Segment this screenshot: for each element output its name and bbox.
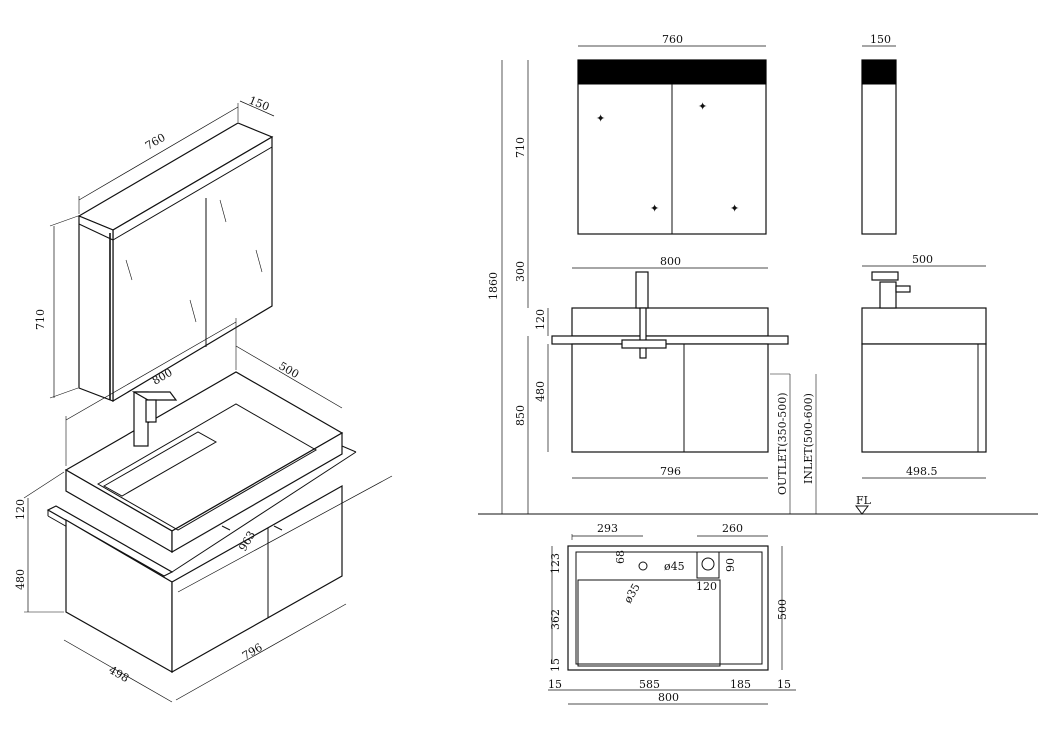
plan-tap-box-width-label: 120 bbox=[696, 580, 717, 593]
front-top-height-label: 120 bbox=[534, 309, 547, 330]
front-bottom-width-label: 796 bbox=[660, 465, 681, 478]
side-bottom-depth-label: 498.5 bbox=[906, 465, 938, 478]
sparkle-icon: ✦ bbox=[650, 202, 659, 215]
front-total-height-label: 1860 bbox=[487, 272, 500, 300]
front-counter-height-label: 850 bbox=[514, 405, 527, 426]
plan-right-margin-label: 15 bbox=[777, 678, 791, 691]
iso-vanity bbox=[46, 371, 357, 674]
plan-top-strip-label: 123 bbox=[549, 553, 562, 574]
front-cabinet-height-label: 710 bbox=[514, 137, 527, 158]
iso-mirror-cabinet bbox=[77, 122, 274, 403]
iso-bottom-width-label: 796 bbox=[240, 641, 265, 663]
iso-cabinet-height-label: 710 bbox=[34, 309, 47, 330]
sparkle-icon: ✦ bbox=[730, 202, 739, 215]
plan-tap-box-label: 90 bbox=[724, 558, 737, 572]
plan-left-margin-label: 15 bbox=[548, 678, 562, 691]
front-cabinet-width-label: 760 bbox=[662, 33, 683, 46]
front-basin-width-label: 800 bbox=[660, 255, 681, 268]
iso-cabinet-depth-label: 150 bbox=[247, 94, 271, 114]
iso-cabinet-width-label: 760 bbox=[143, 131, 168, 153]
plan-tap-dia-label: ø45 bbox=[664, 560, 685, 573]
plan-bowl-depth-label: 362 bbox=[549, 609, 562, 630]
sparkle-icon: ✦ bbox=[698, 100, 707, 113]
plan-total-width-label: 800 bbox=[658, 691, 679, 704]
floor-level-label: FL bbox=[856, 494, 872, 507]
front-view: ✦ ✦ ✦ ✦ 760 710 300 1860 800 120 480 850… bbox=[478, 33, 1038, 515]
front-gap-label: 300 bbox=[514, 261, 527, 282]
front-body-height-label: 480 bbox=[534, 381, 547, 402]
front-outlet-label: OUTLET(350-500) bbox=[776, 392, 789, 495]
sparkle-icon: ✦ bbox=[596, 112, 605, 125]
side-cabinet-depth-label: 150 bbox=[870, 33, 891, 46]
iso-bottom-depth-label: 498 bbox=[107, 663, 132, 685]
iso-body-height-label: 480 bbox=[14, 569, 27, 590]
side-basin-depth-label: 500 bbox=[912, 253, 933, 266]
plan-ledge-width-label: 185 bbox=[730, 678, 751, 691]
front-inlet-label: INLET(500-600) bbox=[802, 393, 815, 484]
iso-basin-depth-label: 500 bbox=[277, 359, 302, 381]
plan-tap-offset-label: 260 bbox=[722, 522, 743, 535]
plan-bottom-margin-label: 15 bbox=[549, 658, 562, 672]
side-view: 150 500 498.5 FL bbox=[855, 33, 987, 515]
isometric-view: 760 150 710 bbox=[14, 94, 393, 703]
plan-drain-offset-label: 293 bbox=[597, 522, 618, 535]
plan-view: 293 260 68 ø45 90 ø35 120 123 362 15 500… bbox=[548, 522, 796, 705]
plan-depth-label: 500 bbox=[776, 599, 789, 620]
plan-bowl-width-label: 585 bbox=[639, 678, 660, 691]
plan-drain-y-label: 68 bbox=[614, 550, 627, 564]
iso-top-height-label: 120 bbox=[14, 499, 27, 520]
